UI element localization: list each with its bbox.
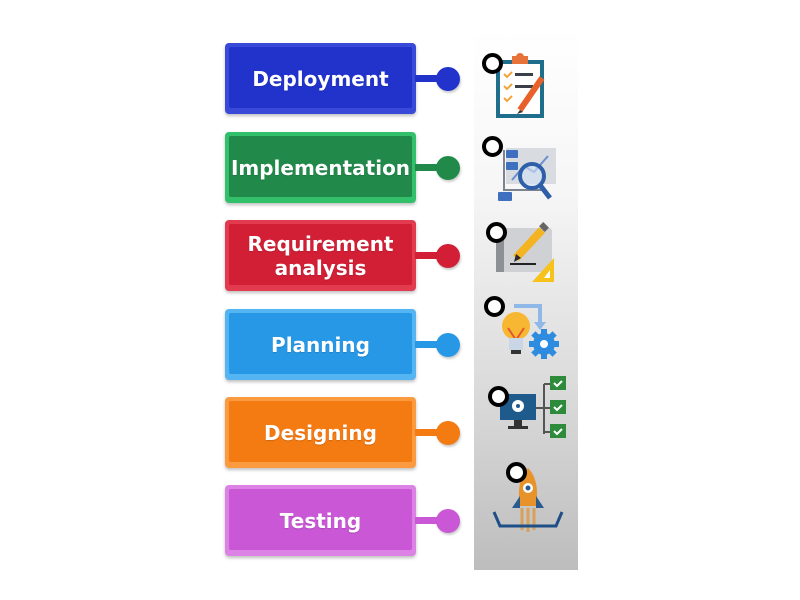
connector-dot[interactable] — [436, 421, 460, 445]
draggable-item-design[interactable] — [484, 218, 570, 294]
draggable-item-idea[interactable] — [484, 296, 570, 374]
connector-dot[interactable] — [436, 156, 460, 180]
label-text: Planning — [271, 332, 370, 357]
analysis-magnifier-icon — [498, 148, 556, 201]
drag-handle-icon[interactable] — [488, 386, 509, 407]
label-deployment[interactable]: Deployment — [225, 43, 416, 114]
label-implementation[interactable]: Implementation — [225, 132, 416, 203]
design-pencil-ruler-icon — [496, 222, 554, 282]
label-text: Testing — [279, 508, 362, 533]
draggable-item-analysis[interactable] — [482, 136, 570, 216]
connector-dot[interactable] — [436, 333, 460, 357]
drag-handle-icon[interactable] — [486, 222, 507, 243]
connector — [415, 164, 443, 171]
connector — [415, 341, 443, 348]
connector — [415, 252, 443, 259]
connector — [415, 517, 443, 524]
label-text: Designing — [264, 420, 377, 445]
drag-handle-icon[interactable] — [484, 296, 505, 317]
rocket-launch-icon — [492, 468, 564, 532]
connector — [415, 75, 443, 82]
draggable-item-monitor[interactable] — [484, 374, 570, 450]
label-planning[interactable]: Planning — [225, 309, 416, 380]
connector — [415, 429, 443, 436]
label-text: Implementation — [230, 155, 411, 180]
drag-handle-icon[interactable] — [482, 53, 503, 74]
draggable-item-rocket[interactable] — [484, 460, 570, 540]
label-text: Requirement analysis — [247, 231, 394, 280]
connector-dot[interactable] — [436, 244, 460, 268]
label-requirement-analysis[interactable]: Requirement analysis — [225, 220, 416, 291]
connector-dot[interactable] — [436, 67, 460, 91]
monitor-checklist-icon — [500, 376, 566, 438]
clipboard-checklist-icon — [496, 53, 545, 118]
label-text: Deployment — [252, 66, 389, 91]
connector-dot[interactable] — [436, 509, 460, 533]
label-designing[interactable]: Designing — [225, 397, 416, 468]
drag-handle-icon[interactable] — [482, 136, 503, 157]
drag-handle-icon[interactable] — [506, 462, 527, 483]
idea-bulb-gear-icon — [502, 304, 559, 359]
draggable-item-clipboard[interactable] — [482, 52, 570, 128]
label-testing[interactable]: Testing — [225, 485, 416, 556]
